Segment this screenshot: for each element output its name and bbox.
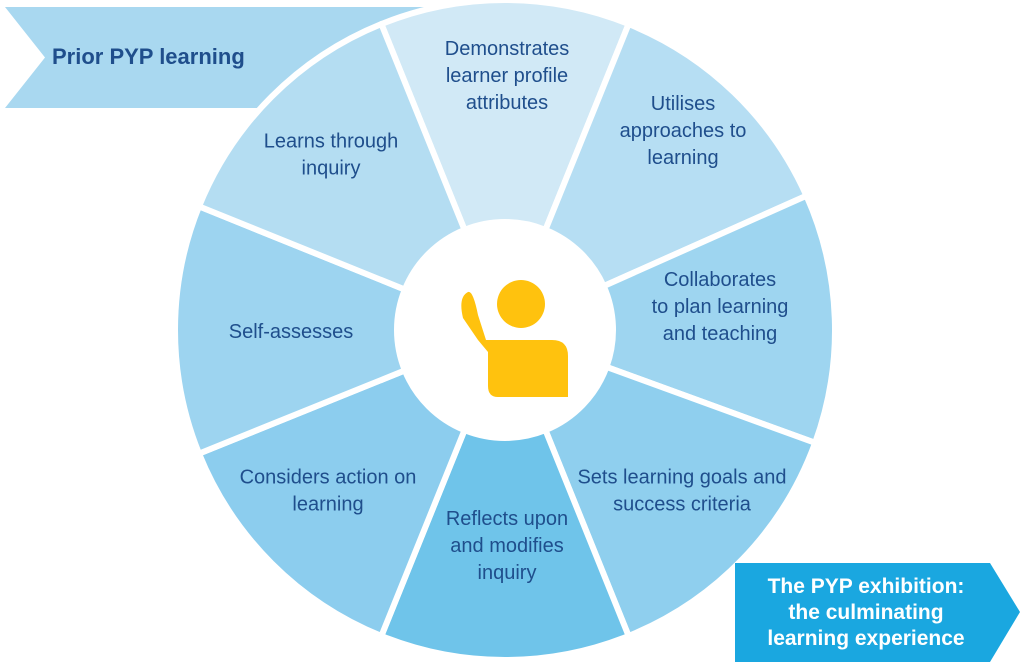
segment-goals: [542, 363, 819, 639]
segment-label-goals-line-2: success criteria: [613, 494, 752, 516]
segment-label-action-line-2: learning: [292, 494, 363, 516]
exhibition-banner-shape: [735, 563, 1020, 662]
person-head: [497, 280, 545, 328]
segment-label-inquiry-line-2: inquiry: [302, 158, 361, 180]
exhibition-label-line-1: The PYP exhibition:: [768, 575, 965, 598]
exhibition-banner: The PYP exhibition: the culminating lear…: [735, 563, 1020, 662]
segment-label-reflects-line-3: inquiry: [478, 562, 537, 584]
segment-label-reflects-line-2: and modifies: [450, 535, 563, 557]
segment-label-goals-line-1: Sets learning goals and: [577, 467, 786, 489]
wheel: [172, 0, 838, 663]
center-circle: [397, 222, 613, 438]
segment-label-learner-profile-line-2: learner profile: [446, 65, 568, 87]
exhibition-label-line-2: the culminating: [788, 601, 943, 624]
segment-label-self-assess-line-1: Self-assesses: [229, 321, 354, 343]
exhibition-label-line-3: learning experience: [767, 627, 964, 650]
segment-labels: Demonstrates learner profile attributes Uti…: [229, 38, 789, 584]
segment-label-learner-profile-line-3: attributes: [466, 92, 548, 114]
person-body-arm: [461, 291, 568, 397]
segment-label-collaborates-line-1: Collaborates: [664, 269, 776, 291]
segment-label-inquiry-line-1: Learns through: [264, 131, 399, 153]
raised-hand-person-icon: [461, 280, 568, 397]
segment-label-approaches-line-1: Utilises: [651, 93, 715, 115]
wheel-segments: [172, 0, 838, 663]
segment-label-action-line-1: Considers action on: [240, 467, 417, 489]
segment-label-collaborates-line-2: to plan learning: [652, 296, 789, 318]
segment-label-learner-profile-line-1: Demonstrates: [445, 38, 570, 60]
segment-label-collaborates-line-3: and teaching: [663, 323, 778, 345]
segment-label-approaches-line-3: learning: [647, 147, 718, 169]
prior-learning-label: Prior PYP learning: [52, 44, 245, 69]
segment-label-reflects-line-1: Reflects upon: [446, 508, 568, 530]
segment-label-approaches-line-2: approaches to: [620, 120, 747, 142]
